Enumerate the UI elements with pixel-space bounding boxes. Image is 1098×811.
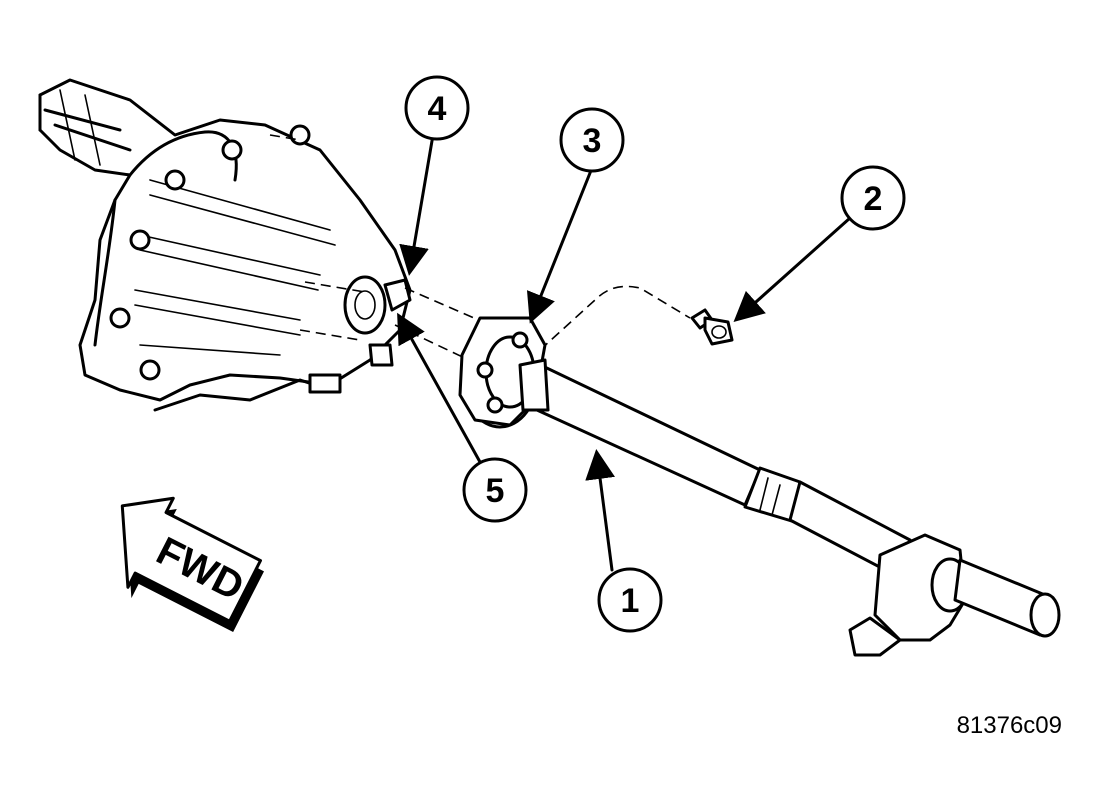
callout-leader-2 (733, 216, 852, 322)
callout-5: 5 (462, 457, 528, 523)
callout-number-1: 1 (621, 582, 640, 620)
flange-bolt (690, 308, 734, 346)
differential-housing (38, 78, 412, 412)
propeller-shaft (458, 316, 1061, 657)
callout-leader-5 (397, 312, 482, 464)
callout-number-3: 3 (583, 122, 602, 160)
callout-3: 3 (559, 107, 625, 173)
callout-number-4: 4 (428, 90, 447, 128)
callout-number-2: 2 (864, 180, 883, 218)
callout-4: 4 (404, 75, 470, 141)
callout-number-5: 5 (486, 472, 505, 510)
callout-leader-4 (399, 133, 435, 276)
callout-leader-3 (526, 166, 594, 324)
figure-id: 81376c09 (956, 712, 1062, 739)
callout-2: 2 (840, 165, 906, 231)
fwd-direction-arrow: FWD (120, 496, 264, 632)
callout-1: 1 (597, 567, 663, 633)
callout-leader-1 (585, 449, 615, 572)
leader-arrows (397, 133, 852, 572)
